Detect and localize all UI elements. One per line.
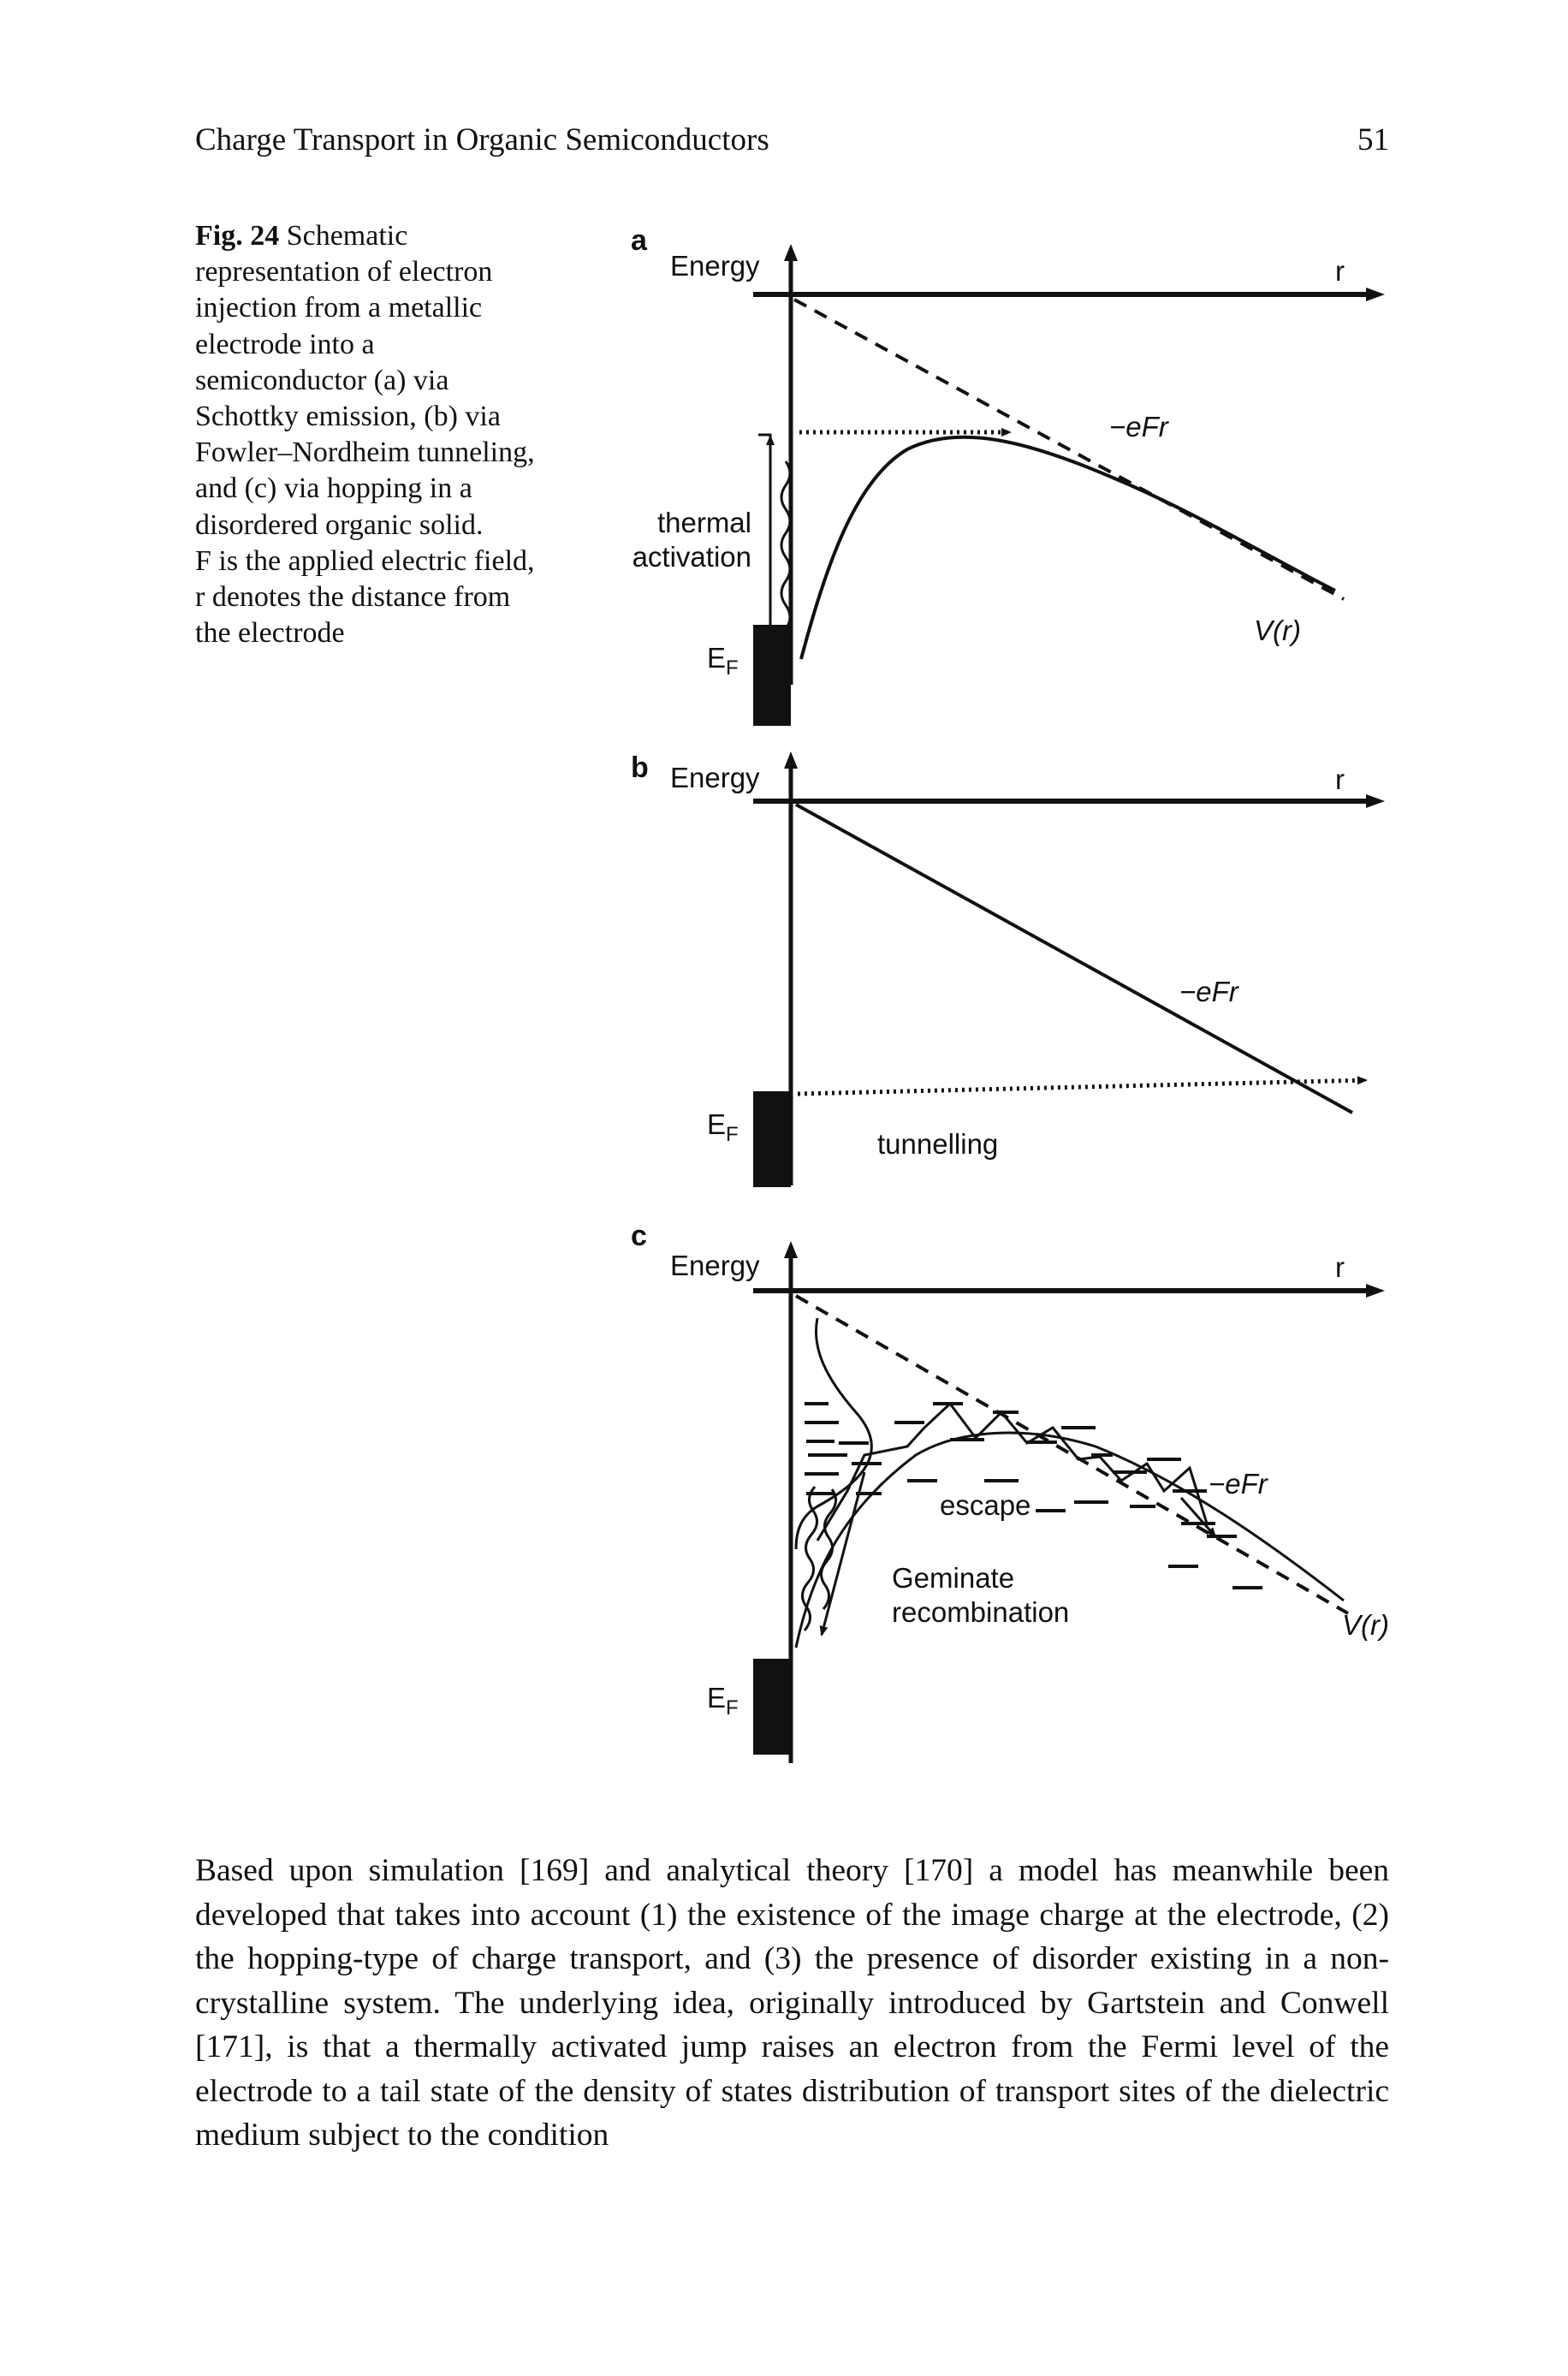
body-line: Based upon simulation [169] and analytic… <box>195 1853 1314 1888</box>
recombination-label: recombination <box>892 1596 1069 1628</box>
activation-label: activation <box>633 541 751 573</box>
running-head: Charge Transport in Organic Semiconducto… <box>195 122 1389 164</box>
energy-axis-arrowhead <box>784 751 798 769</box>
efr-line <box>793 298 1345 601</box>
page-number: 51 <box>1357 122 1389 157</box>
caption-line: the electrode <box>195 617 345 650</box>
panel-letter: b <box>631 751 649 784</box>
tunnelling-arrow <box>797 1076 1368 1096</box>
body-paragraph: Based upon simulation [169] and analytic… <box>195 1849 1389 2158</box>
electrode-block <box>753 1659 791 1755</box>
electrode-block <box>753 1091 791 1187</box>
energy-label: Energy <box>670 762 760 793</box>
energy-label: Energy <box>670 250 760 282</box>
potential-curve <box>794 1431 1345 1648</box>
body-line: electrode, (2) the hopping-type of charg… <box>195 1897 1390 1977</box>
panel-letter: a <box>631 224 648 257</box>
body-line: existing in a non-crystalline system. Th… <box>195 1941 1390 2021</box>
caption-line: disordered organic solid. <box>195 508 484 541</box>
caption-line: semiconductor (a) via <box>195 364 449 396</box>
figure-label: Fig. 24 <box>195 220 280 252</box>
body-line: from the Fermi level of the electrode to… <box>195 2029 1390 2109</box>
panel-c: c Energy r <box>631 1220 1389 1763</box>
efr-line <box>795 803 1353 1114</box>
thermal-wavy-line <box>820 1488 837 1610</box>
energy-label: Energy <box>670 1250 760 1281</box>
tunnelling-label: tunnelling <box>877 1128 998 1160</box>
body-line: been developed that takes into account (… <box>195 1853 1389 1933</box>
body-line: Gartstein and Conwell [171], is that a t… <box>195 1985 1389 2065</box>
energy-axis-arrowhead <box>784 244 798 261</box>
hopping-trajectory <box>816 1401 1209 1541</box>
caption-line: Schottky emission, (b) via <box>195 401 501 433</box>
caption-line: Fowler–Nordheim tunneling, <box>195 437 535 469</box>
thermal-label: thermal <box>657 507 751 538</box>
panel-b: b Energy r EF −eFr tunnelling <box>631 751 1385 1187</box>
potential-curve <box>799 435 1336 660</box>
fermi-level-label: EF <box>707 642 739 680</box>
caption-line: injection from a metallic <box>195 292 483 324</box>
energy-diagram-figure: a Energy r thermal activation EF −eFr V(… <box>631 224 1389 1763</box>
caption-line: representation of electron <box>195 256 493 288</box>
hopping-sites <box>805 1402 1262 1589</box>
fermi-level-label: EF <box>707 1682 739 1720</box>
caption-line: electrode into a <box>195 328 375 360</box>
efr-line <box>795 1294 1349 1615</box>
r-axis-arrowhead <box>1366 288 1385 301</box>
efr-label: −eFr <box>1209 1468 1269 1500</box>
dos-gaussian-curve <box>794 1317 873 1550</box>
r-label: r <box>1335 1251 1345 1283</box>
running-title: Charge Transport in Organic Semiconducto… <box>195 122 769 157</box>
caption-line: Schematic <box>286 220 408 252</box>
efr-label: −eFr <box>1109 411 1170 443</box>
caption-line: r denotes the distance from <box>195 581 511 614</box>
electrode-block <box>753 625 791 726</box>
r-label: r <box>1335 255 1345 287</box>
escape-arrow <box>1179 1497 1217 1538</box>
thermal-wavy-line <box>801 1486 818 1631</box>
escape-label: escape <box>940 1489 1030 1521</box>
activation-bracket <box>758 433 772 631</box>
r-label: r <box>1335 763 1345 795</box>
fermi-level-label: EF <box>707 1108 739 1146</box>
vr-label: V(r) <box>1342 1609 1389 1641</box>
panel-a: a Energy r thermal activation EF −eFr V(… <box>631 224 1385 726</box>
geminate-label: Geminate <box>892 1562 1014 1594</box>
caption-line: F is the applied electric field, <box>195 544 535 577</box>
figure-caption: Fig. 24 Schematic representation of elec… <box>195 218 572 651</box>
energy-axis-arrowhead <box>784 1241 798 1258</box>
recombination-arrow <box>819 1471 866 1636</box>
panel-letter: c <box>631 1220 647 1252</box>
efr-label: −eFr <box>1179 976 1240 1007</box>
r-axis-arrowhead <box>1366 794 1385 808</box>
body-line: distribution of transport sites of the d… <box>195 2073 1390 2153</box>
thermal-wavy-line <box>780 460 792 630</box>
vr-label: V(r) <box>1254 615 1301 646</box>
r-axis-arrowhead <box>1366 1284 1385 1298</box>
caption-line: and (c) via hopping in a <box>195 472 472 505</box>
